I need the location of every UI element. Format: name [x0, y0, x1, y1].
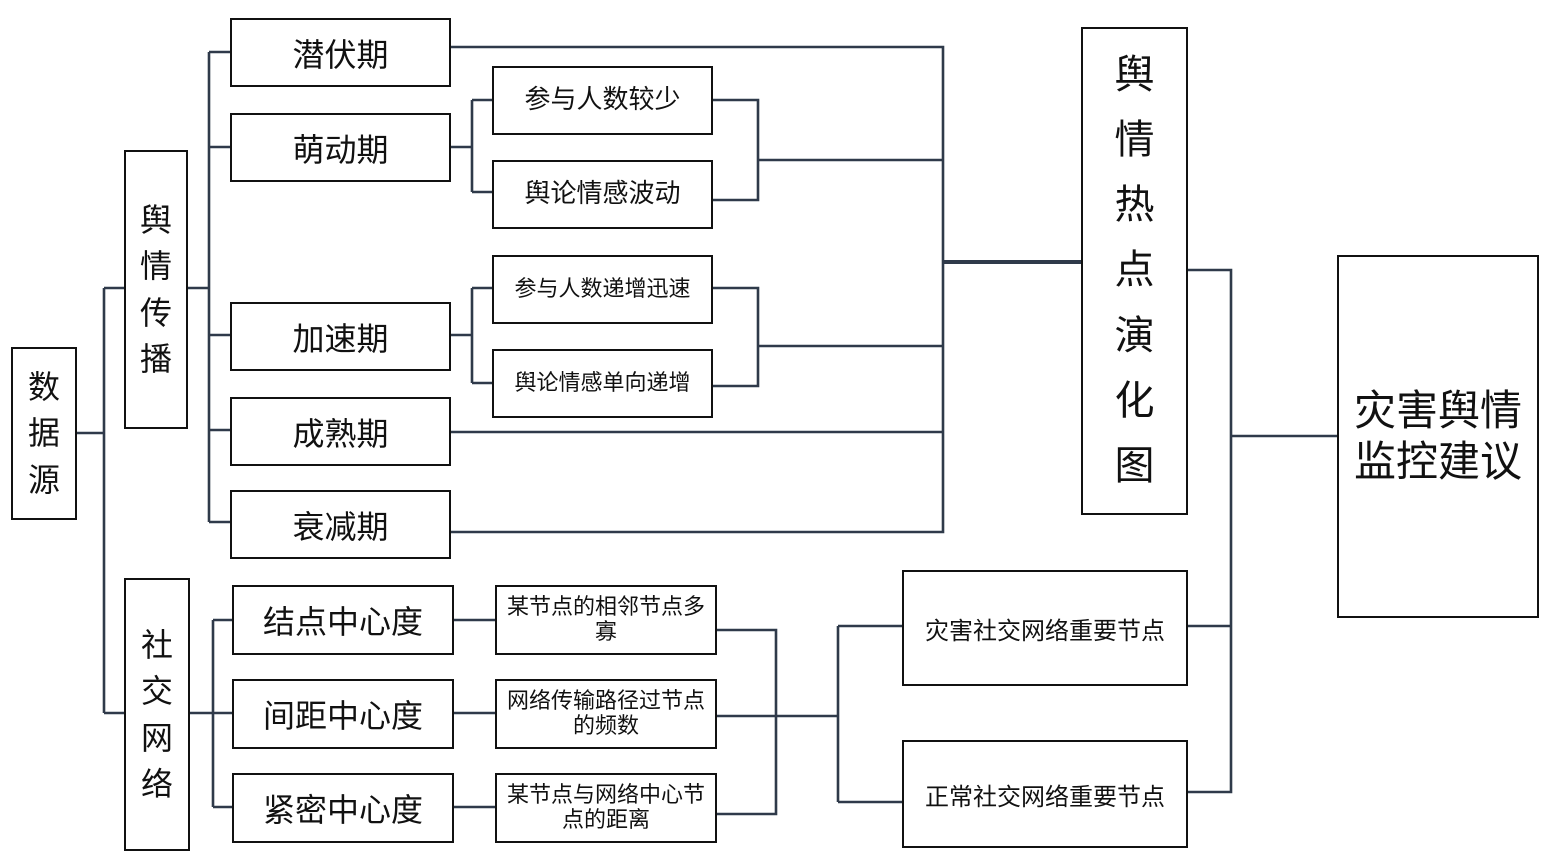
- one-way-sentiment-label: 舆论情感单向递增: [514, 370, 691, 396]
- social-network-box: 社交网络: [124, 578, 190, 851]
- hotspot-evolution-map-box: 舆情热点演化图: [1081, 27, 1188, 515]
- social-network-label: 社交网络: [141, 625, 174, 803]
- stage-mature-box: 成熟期: [230, 397, 451, 466]
- stage-accelerating-label: 加速期: [292, 319, 389, 358]
- closeness-detail-label: 某节点与网络中心节点的距离: [506, 782, 705, 833]
- sentiment-fluctuation-box: 舆论情感波动: [492, 160, 713, 229]
- degree-detail-box: 某节点的相邻节点多寡: [495, 585, 717, 655]
- hotspot-evolution-map-label: 舆情热点演化图: [1114, 51, 1155, 489]
- stage-budding-box: 萌动期: [230, 113, 451, 182]
- stage-declining-label: 衰减期: [292, 507, 389, 546]
- stage-latent-box: 潜伏期: [230, 18, 451, 87]
- monitoring-suggestion-box: 灾害舆情监控建议: [1337, 255, 1539, 618]
- closeness-centrality-label: 紧密中心度: [262, 791, 423, 829]
- monitoring-suggestion-label: 灾害舆情监控建议: [1354, 386, 1523, 486]
- betweenness-detail-label: 网络传输路径过节点的频数: [506, 688, 705, 739]
- normal-key-nodes-box: 正常社交网络重要节点: [902, 740, 1188, 848]
- stage-declining-box: 衰减期: [230, 490, 451, 559]
- betweenness-detail-box: 网络传输路径过节点的频数: [495, 679, 717, 749]
- betweenness-centrality-label: 间距中心度: [262, 697, 423, 735]
- stage-accelerating-box: 加速期: [230, 302, 451, 371]
- normal-key-nodes-label: 正常社交网络重要节点: [925, 782, 1165, 811]
- stage-mature-label: 成熟期: [292, 414, 389, 453]
- stage-budding-label: 萌动期: [292, 130, 389, 169]
- closeness-centrality-box: 紧密中心度: [232, 773, 454, 843]
- degree-detail-label: 某节点的相邻节点多寡: [506, 594, 705, 645]
- betweenness-centrality-box: 间距中心度: [232, 679, 454, 749]
- degree-centrality-label: 结点中心度: [262, 603, 423, 641]
- few-participants-box: 参与人数较少: [492, 66, 713, 135]
- public-opinion-spread-box: 舆情传播: [124, 150, 188, 429]
- rapid-growth-label: 参与人数递增迅速: [514, 276, 691, 302]
- stage-latent-label: 潜伏期: [292, 35, 389, 74]
- closeness-detail-box: 某节点与网络中心节点的距离: [495, 773, 717, 843]
- rapid-growth-box: 参与人数递增迅速: [492, 255, 713, 324]
- few-participants-label: 参与人数较少: [524, 84, 681, 115]
- sentiment-fluctuation-label: 舆论情感波动: [524, 178, 681, 209]
- data-source-box: 数据源: [11, 347, 77, 520]
- disaster-key-nodes-label: 灾害社交网络重要节点: [925, 616, 1165, 645]
- public-opinion-spread-label: 舆情传播: [140, 200, 173, 378]
- data-source-label: 数据源: [28, 367, 61, 499]
- degree-centrality-box: 结点中心度: [232, 585, 454, 655]
- disaster-key-nodes-box: 灾害社交网络重要节点: [902, 570, 1188, 686]
- one-way-sentiment-box: 舆论情感单向递增: [492, 349, 713, 418]
